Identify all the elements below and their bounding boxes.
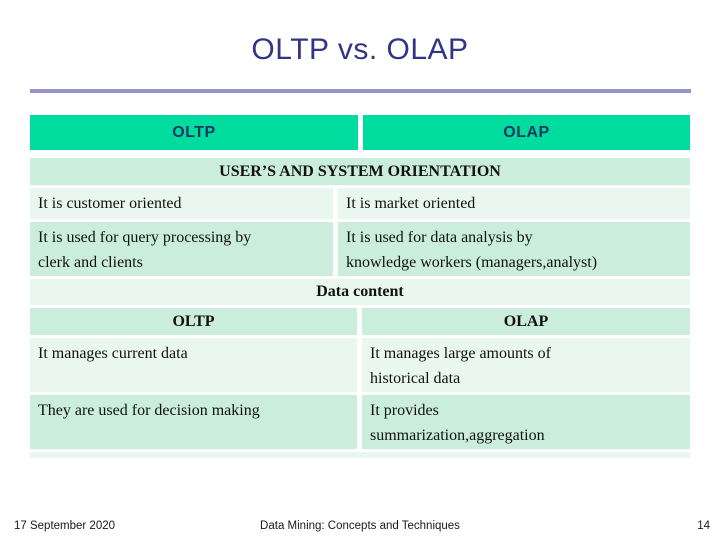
subheader-row: OLTP OLAP [30,308,690,335]
cell-olap: It provides summarization,aggregation [362,395,690,449]
section-caption-data-content: Data content [30,279,690,305]
footer-date: 17 September 2020 [14,520,116,532]
cell-oltp: It is used for query processing by clerk… [30,222,333,276]
title-divider-line [30,89,691,93]
cell-oltp: It is customer oriented [30,188,333,219]
cell-oltp: It manages current data [30,338,357,392]
section-caption-orientation: USER’S AND SYSTEM ORIENTATION [30,158,690,185]
cell-olap: It manages large amounts of historical d… [362,338,690,392]
table-row: It manages current data It manages large… [30,338,690,392]
partial-next-row [30,452,690,458]
cell-olap: It is market oriented [338,188,690,219]
comparison-table: OLTP OLAP USER’S AND SYSTEM ORIENTATION … [30,115,690,458]
table-row: It is used for query processing by clerk… [30,222,690,276]
table-row: It is customer oriented It is market ori… [30,188,690,219]
slide-title: OLTP vs. OLAP [251,33,469,66]
cell-olap: It is used for data analysis by knowledg… [338,222,690,276]
table-header-row: OLTP OLAP [30,115,690,150]
header-cell-oltp: OLTP [30,115,358,150]
table-row: They are used for decision making It pro… [30,395,690,449]
cell-oltp: They are used for decision making [30,395,357,449]
footer-page-number: 14 [697,520,710,532]
subheader-cell-olap: OLAP [362,308,690,335]
subheader-cell-oltp: OLTP [30,308,357,335]
header-cell-olap: OLAP [363,115,690,150]
footer-book-title: Data Mining: Concepts and Techniques [260,520,460,532]
